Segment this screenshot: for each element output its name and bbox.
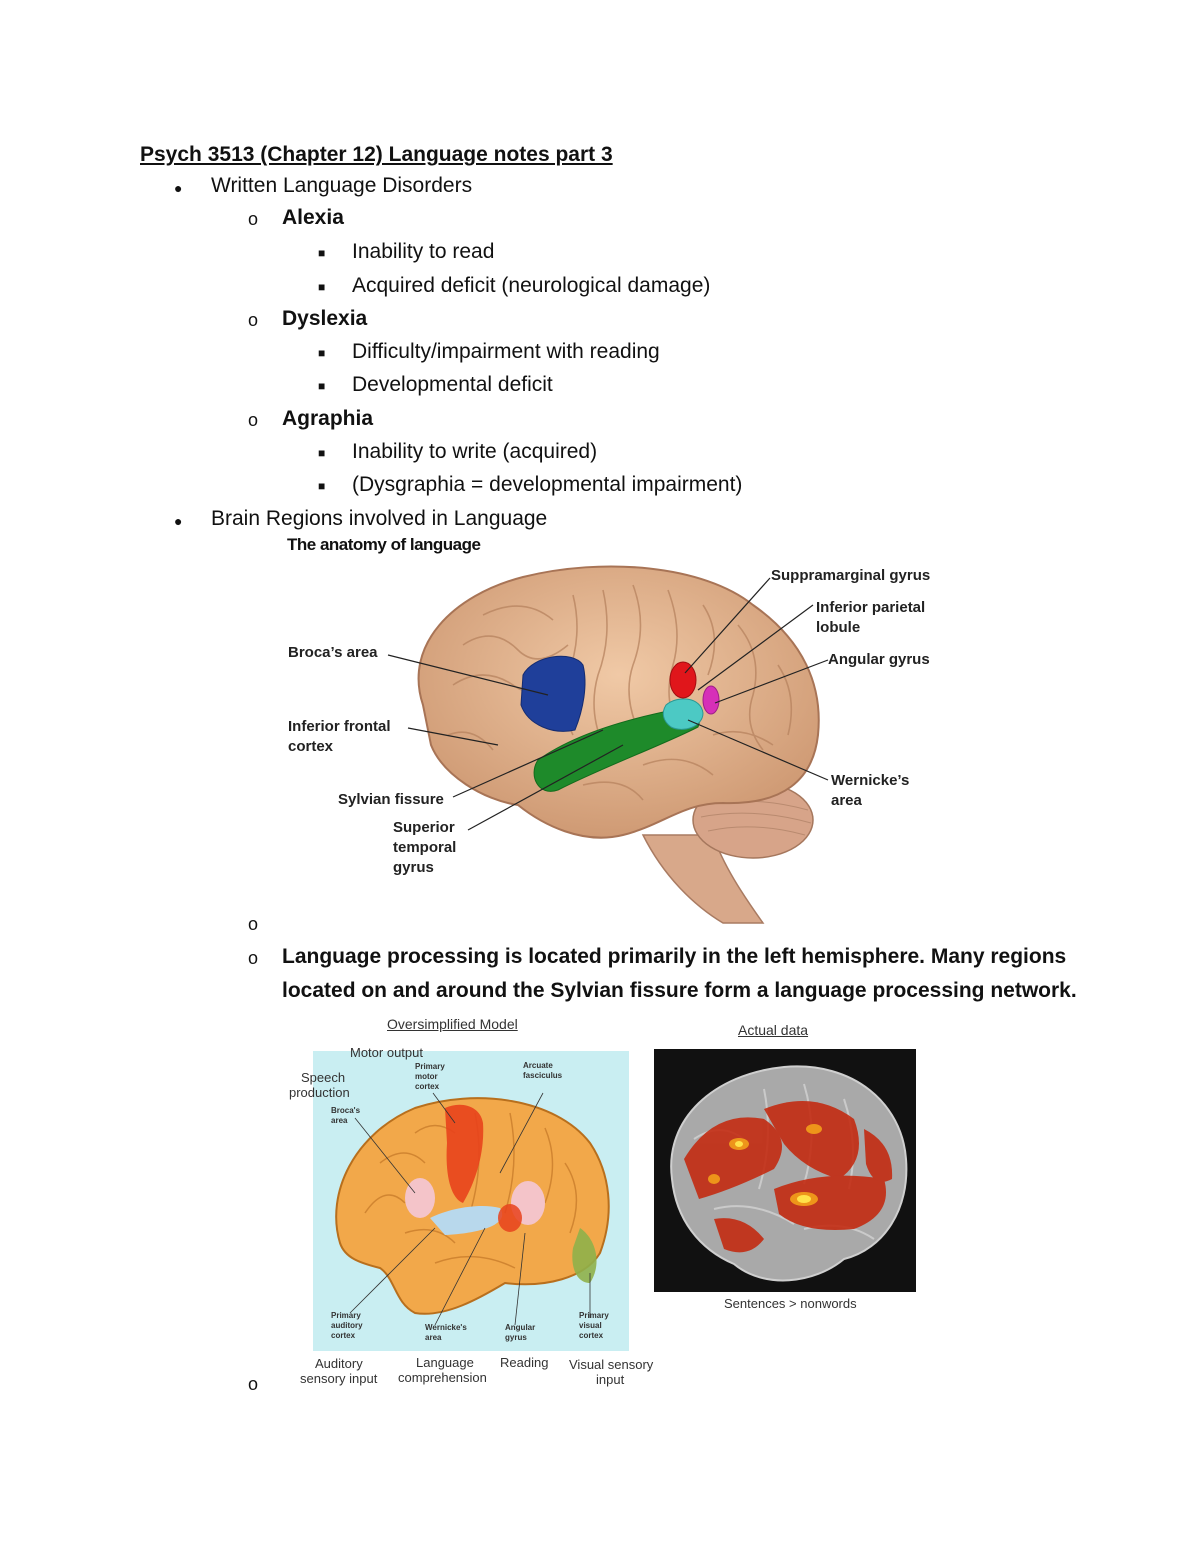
bullet-circle: o (248, 209, 259, 229)
label-primary-visual: cortex (579, 1331, 604, 1340)
bullet-square: ■ (318, 280, 326, 294)
label-auditory-input: sensory input (300, 1371, 378, 1386)
label-superior-temporal: temporal (393, 839, 457, 856)
page-title: Psych 3513 (Chapter 12) Language notes p… (140, 143, 613, 166)
summary-text: located on and around the Sylvian fissur… (282, 979, 1077, 1002)
label-inferior-parietal: lobule (816, 619, 861, 636)
label-wernickes-area: Wernicke's (425, 1323, 467, 1332)
brocas-area-region (520, 655, 586, 732)
label-primary-auditory: auditory (331, 1321, 363, 1330)
bullet-circle: o (248, 410, 259, 430)
term-alexia: Alexia (282, 206, 344, 229)
label-reading: Reading (500, 1355, 549, 1370)
list-item: Developmental deficit (352, 373, 553, 396)
label-inferior-frontal: cortex (288, 738, 334, 755)
anatomy-figure-title: The anatomy of language (287, 535, 481, 554)
list-item: (Dysgraphia = developmental impairment) (352, 473, 743, 496)
label-visual-input: input (596, 1372, 625, 1387)
actual-data-title: Actual data (738, 1022, 809, 1038)
label-wernickes-area: area (425, 1333, 442, 1342)
section-brain-regions: Brain Regions involved in Language (211, 507, 548, 530)
label-angular-gyrus: gyrus (505, 1333, 527, 1342)
bullet-square: ■ (318, 479, 326, 493)
label-superior-temporal: gyrus (393, 859, 434, 876)
label-primary-visual: Primary (579, 1311, 609, 1320)
label-wernickes-area: Wernicke’s (831, 772, 910, 789)
label-angular-gyrus: Angular (505, 1323, 536, 1332)
label-visual-input: Visual sensory (569, 1357, 654, 1372)
label-wernickes-area: area (831, 792, 862, 809)
label-primary-visual: visual (579, 1321, 602, 1330)
label-angular-gyrus: Angular gyrus (828, 651, 930, 668)
bullet-square: ■ (318, 246, 326, 260)
term-dyslexia: Dyslexia (282, 307, 368, 330)
label-language-comprehension: comprehension (398, 1370, 487, 1385)
label-primary-motor: motor (415, 1072, 438, 1081)
model-figure-title: Oversimplified Model (387, 1016, 518, 1032)
list-item: Inability to read (352, 240, 495, 263)
angular-gyrus-region (702, 685, 720, 715)
bullet-square: ■ (318, 446, 326, 460)
fmri-caption: Sentences > nonwords (724, 1296, 857, 1311)
model-brain-illustration (335, 1092, 610, 1326)
label-primary-auditory: Primary (331, 1311, 361, 1320)
term-agraphia: Agraphia (282, 407, 374, 430)
label-speech-production: Speech (301, 1070, 346, 1085)
supramarginal-gyrus-region (669, 661, 697, 699)
bullet-circle: o (248, 948, 259, 968)
label-primary-motor: Primary (415, 1062, 445, 1071)
list-item: Inability to write (acquired) (352, 440, 598, 463)
label-arcuate-fasciculus: fasciculus (523, 1071, 563, 1080)
bullet-square: ■ (318, 346, 326, 360)
label-inferior-frontal: Inferior frontal (288, 718, 391, 735)
label-sylvian-fissure: Sylvian fissure (338, 791, 444, 808)
actual-data-figure: Actual data Sentences > nonwords (654, 1020, 924, 1320)
label-inferior-parietal: Inferior parietal (816, 599, 926, 616)
fmri-brain-image (670, 1065, 908, 1282)
summary-text: Language processing is located primarily… (282, 945, 1067, 968)
brain-illustration (387, 565, 829, 924)
label-arcuate-fasciculus: Arcuate (523, 1061, 553, 1070)
bullet-square: ■ (318, 379, 326, 393)
label-motor-output: Motor output (350, 1045, 423, 1060)
list-item: Acquired deficit (neurological damage) (352, 274, 711, 297)
label-primary-auditory: cortex (331, 1331, 356, 1340)
section-written-language: Written Language Disorders (211, 174, 473, 197)
bullet-circle: o (248, 310, 259, 330)
bullet-circle: o (248, 914, 259, 934)
label-superior-temporal: Superior (393, 819, 455, 836)
label-speech-production: production (289, 1085, 350, 1100)
bullet-dot: ● (174, 180, 183, 196)
bullet-dot: ● (174, 513, 183, 529)
bullet-circle: o (248, 1374, 259, 1394)
label-supramarginal-gyrus: Suppramarginal gyrus (771, 567, 931, 584)
label-brocas-area: area (331, 1116, 348, 1125)
label-primary-motor: cortex (415, 1082, 440, 1091)
label-brocas-area: Broca’s area (288, 644, 378, 661)
cerebrum (417, 565, 820, 839)
oversimplified-model-figure: Oversimplified Model Motor output Speech… (285, 1013, 665, 1393)
wernickes-area-region (662, 698, 704, 730)
label-brocas-area: Broca's (331, 1106, 361, 1115)
list-item: Difficulty/impairment with reading (352, 340, 660, 363)
label-language-comprehension: Language (416, 1355, 474, 1370)
anatomy-figure: The anatomy of language Broca’s area Inf… (283, 535, 963, 925)
label-auditory-input: Auditory (315, 1356, 363, 1371)
brainstem (641, 834, 765, 924)
